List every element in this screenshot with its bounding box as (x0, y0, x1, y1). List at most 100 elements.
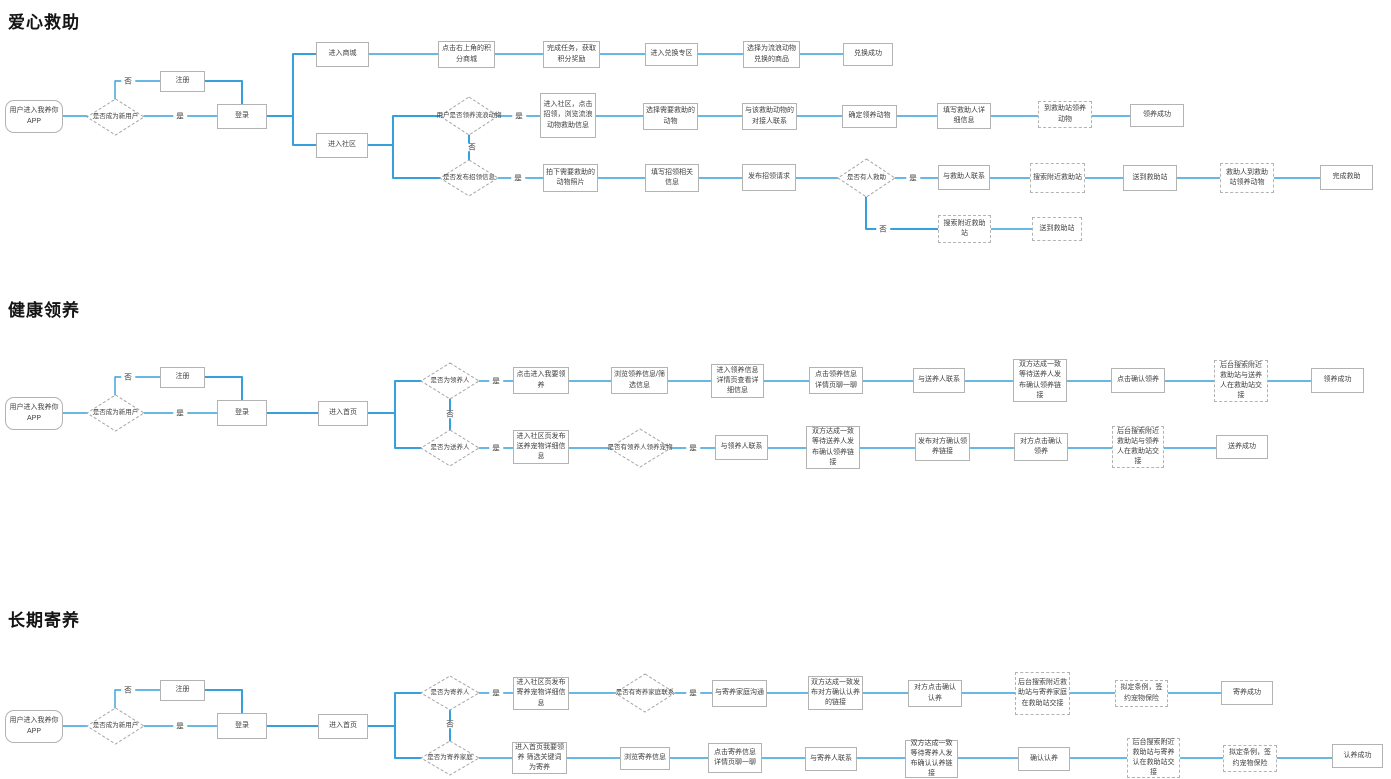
flow-node-enter-community: 进入社区 (316, 133, 368, 158)
branch-label: 否 (465, 143, 479, 151)
flow-connector (367, 115, 441, 146)
flow-node-rescuer-4: 救助人到救助站领养动物 (1220, 163, 1274, 193)
flow-decision-shape-is-new-user (86, 394, 145, 432)
flow-node-foster-1: 进入社区页发布寄养宠物详细信息 (513, 677, 569, 710)
flow-node-adopt-7: 点击确认领养 (1111, 368, 1165, 393)
flow-node-family-4: 与寄养人联系 (805, 747, 857, 771)
flow-decision-shape-is-new-user (86, 707, 145, 745)
flow-node-foster-2: 与寄养家庭沟通 (712, 680, 767, 707)
flow-node-mall-2: 完成任务，获取积分奖励 (543, 41, 600, 68)
flow-connector (204, 689, 243, 714)
flow-node-family-8: 拟定条例，签约宠物保险 (1223, 745, 1277, 772)
flow-node-foster-7: 寄养成功 (1221, 681, 1273, 705)
flow-node-send-4: 发布对方确认领养链接 (915, 433, 970, 461)
flow-node-rescue-6: 到救助站领养动物 (1038, 101, 1092, 128)
flow-connector (392, 144, 441, 179)
flow-node-send-2: 与领养人联系 (715, 435, 768, 460)
section-title-love-rescue: 爱心救助 (8, 13, 80, 32)
branch-label: 是 (489, 444, 503, 452)
flow-node-rescuer-1: 与救助人联系 (938, 165, 990, 190)
flow-node-login: 登录 (217, 104, 267, 129)
flow-node-family-5: 双方达成一致等待寄养人发布确认认养链接 (905, 740, 958, 778)
flow-node-foster-3: 双方达成一致发布对方确认认养的链接 (808, 676, 863, 710)
flow-node-start: 用户进入我养你APP (5, 100, 63, 133)
flow-node-mall-3: 进入兑换专区 (645, 43, 698, 66)
flow-node-send-6: 后台搜索附近救助站与领养人在救助站交接 (1112, 426, 1164, 468)
flow-node-login: 登录 (217, 400, 267, 426)
flow-connector (394, 412, 422, 449)
branch-label: 否 (121, 77, 135, 85)
flow-node-family-3: 点击寄养信息详情页聊一聊 (708, 743, 762, 773)
flow-connector (367, 692, 422, 727)
flow-decision-shape-is-fosterer (420, 675, 480, 711)
branch-label: 是 (489, 689, 503, 697)
flow-node-register: 注册 (160, 71, 205, 92)
flow-decision-shape-adopt-stray (439, 96, 499, 136)
flow-node-adopt-4: 点击领养信息详情页聊一聊 (809, 367, 863, 394)
branch-label: 是 (512, 112, 526, 120)
branch-label: 是 (173, 409, 187, 417)
flow-node-rescue-4: 确定领养动物 (842, 105, 897, 128)
flow-node-rescue-7: 领养成功 (1130, 104, 1184, 127)
flow-node-rescuer-3: 送到救助站 (1123, 165, 1177, 191)
flow-node-send-3: 双方达成一致等待送养人发布确认领养链接 (806, 426, 860, 469)
section-title-healthy-adoption: 健康领养 (8, 301, 80, 320)
flow-node-start: 用户进入我养你APP (5, 397, 63, 430)
flow-node-send-5: 对方点击确认领养 (1014, 433, 1068, 461)
flow-node-enter-home: 进入首页 (318, 714, 368, 739)
flow-node-mall-1: 点击右上角的积分商城 (438, 41, 495, 68)
flow-node-register: 注册 (160, 680, 205, 701)
flow-node-adopt-2: 浏览领养信息/筛选信息 (611, 367, 668, 394)
branch-label: 否 (121, 686, 135, 694)
flow-node-notice-3: 发布招领请求 (742, 164, 796, 191)
flow-node-rescuer-2: 搜索附近救助站 (1030, 163, 1085, 193)
flow-node-foster-6: 拟定条例，签约宠物保险 (1115, 680, 1168, 707)
flow-connector (114, 80, 161, 100)
flow-node-enter-mall: 进入商城 (316, 42, 369, 67)
flow-node-register: 注册 (160, 367, 205, 388)
flow-node-family-2: 浏览寄养信息 (620, 747, 670, 770)
flow-connector (204, 376, 243, 401)
flow-node-notice-1: 拍下需要救助的动物照片 (543, 164, 598, 192)
flow-node-foster-4: 对方点击确认认养 (908, 680, 962, 707)
flow-node-no-rescuer-1: 搜索附近救助站 (938, 215, 991, 243)
branch-label: 是 (686, 689, 700, 697)
flow-node-adopt-8: 后台搜索附近救助站与送养人在救助站交接 (1214, 360, 1268, 402)
flow-connector (394, 725, 422, 759)
flow-connector (292, 115, 317, 146)
flow-node-adopt-3: 进入领养信息详情页查看详细信息 (711, 364, 764, 398)
flow-node-send-1: 进入社区页发布送养宠物详细信息 (513, 430, 569, 464)
flow-node-no-rescuer-2: 送到救助站 (1032, 217, 1082, 241)
flow-connector (114, 376, 161, 396)
flow-node-rescue-5: 填写救助人详细信息 (937, 103, 991, 129)
branch-label: 否 (443, 720, 457, 728)
flow-node-family-7: 后台搜索附近救助站与寄养认在救助站交接 (1127, 738, 1180, 778)
branch-label: 是 (489, 377, 503, 385)
branch-label: 否 (876, 225, 890, 233)
flow-node-notice-2: 填写招领相关信息 (645, 164, 699, 192)
flow-connector (367, 380, 422, 414)
flow-connector (266, 53, 317, 117)
flow-node-rescue-1: 进入社区，点击招领，浏览流浪动物救助信息 (540, 93, 596, 138)
branch-label: 是 (173, 112, 187, 120)
branch-label: 是 (906, 174, 920, 182)
branch-label: 是 (511, 174, 525, 182)
flow-node-family-1: 进入首页我要领养 筛选关键词为寄养 (512, 742, 567, 774)
flow-connector (114, 689, 161, 709)
flow-decision-shape-has-adopter (608, 428, 672, 468)
branch-label: 是 (173, 722, 187, 730)
flow-connector (204, 80, 243, 105)
flow-decision-shape-is-new-user (86, 98, 145, 136)
branch-label: 否 (121, 373, 135, 381)
flow-connector (865, 196, 939, 230)
flow-node-login: 登录 (217, 713, 267, 739)
flow-decision-shape-is-foster-family (420, 740, 480, 776)
flow-node-enter-home: 进入首页 (318, 401, 368, 426)
flow-node-start: 用户进入我养你APP (5, 710, 63, 743)
flow-node-mall-5: 兑换成功 (843, 43, 893, 66)
flow-node-adopt-5: 与送养人联系 (913, 368, 965, 393)
flow-node-rescue-3: 与该救助动物的对接人联系 (742, 103, 797, 130)
flow-node-foster-5: 后台搜索附近救助站与寄养家庭在救助站交接 (1015, 672, 1070, 715)
